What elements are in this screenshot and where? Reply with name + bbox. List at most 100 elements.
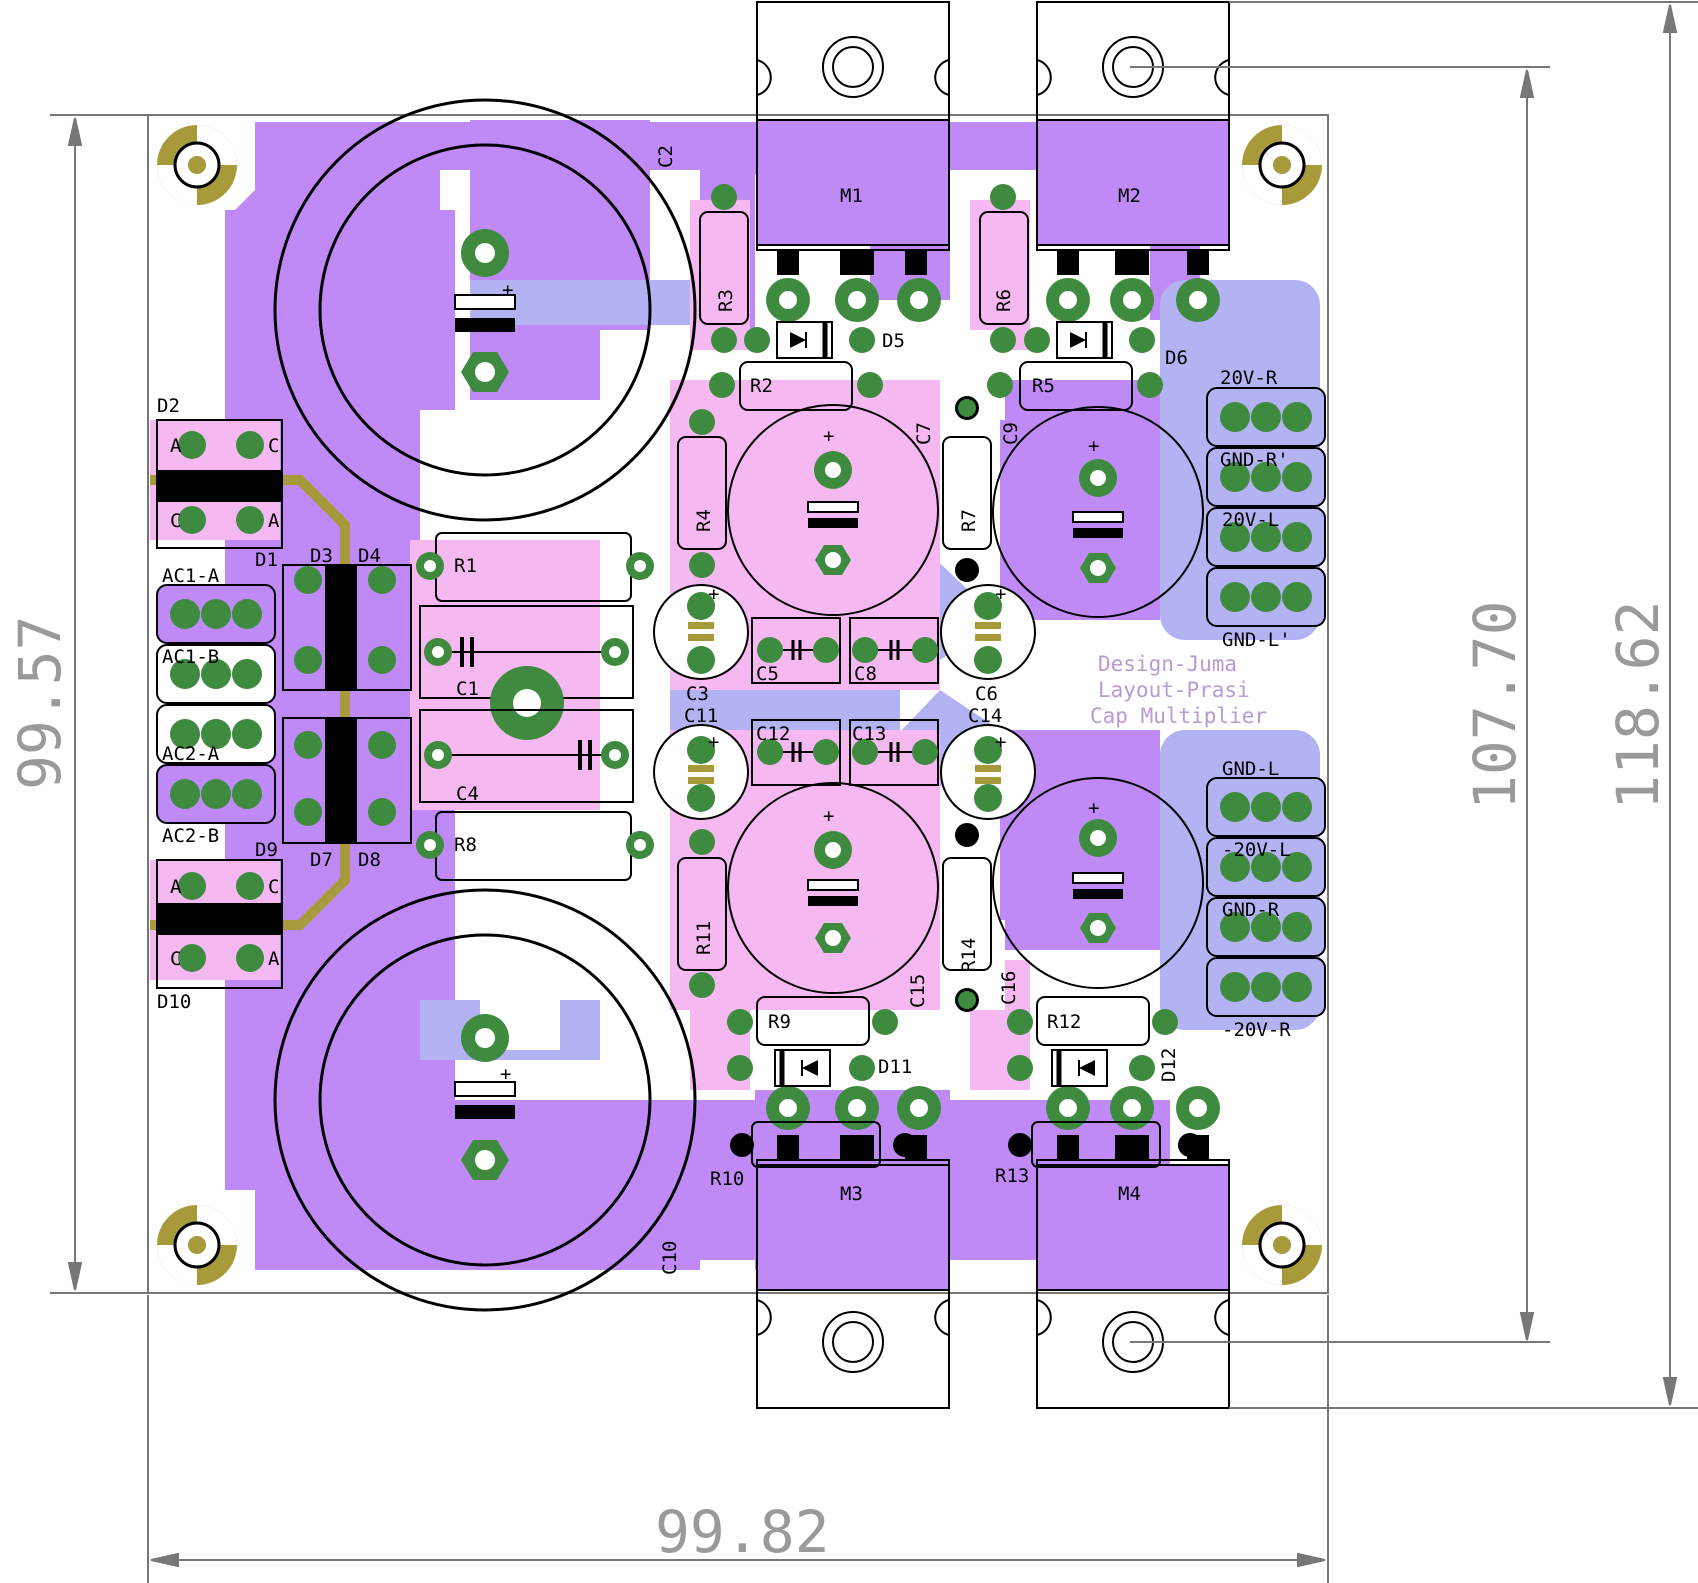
gnd-l-label: GND-L bbox=[1222, 758, 1279, 780]
d10-label: D10 bbox=[157, 991, 191, 1013]
r3-label: R3 bbox=[715, 289, 737, 312]
m2-label: M2 bbox=[1118, 185, 1141, 207]
pin-a: A bbox=[170, 435, 182, 457]
mount-hole-br bbox=[1242, 1205, 1322, 1285]
c13-label: C15 bbox=[907, 974, 929, 1008]
svg-text:+: + bbox=[823, 805, 834, 827]
r13-label: R13 bbox=[995, 1165, 1029, 1187]
capacitor-c4: C5 bbox=[751, 617, 841, 685]
r1-label: R1 bbox=[454, 555, 477, 577]
pin-c: C bbox=[268, 435, 279, 457]
d4-label: D4 bbox=[358, 545, 381, 567]
pin-marks: A C C A A C C A bbox=[170, 435, 280, 970]
connector-gnd-l: GND-L bbox=[1206, 758, 1326, 837]
credit-line-1: Design-Juma bbox=[1098, 652, 1237, 676]
svg-text:+: + bbox=[502, 279, 513, 301]
r11-label: R11 bbox=[693, 921, 715, 955]
capacitor-right-upper: + C9 bbox=[992, 406, 1204, 618]
diode-d12: D12 bbox=[1007, 1048, 1180, 1087]
d2-label: D2 bbox=[157, 395, 180, 417]
ac2-b-label: AC2-B bbox=[162, 825, 219, 847]
c7-label: C8 bbox=[854, 663, 877, 685]
c11-label: C11 bbox=[684, 705, 718, 727]
resistor-r13: R13 bbox=[995, 1121, 1202, 1187]
m4-label: M4 bbox=[1118, 1183, 1141, 1205]
connector-20v-l: 20V-L bbox=[1206, 507, 1326, 567]
neg20v-r-label: -20V-R bbox=[1222, 1019, 1291, 1041]
design-credit: Design-Juma Layout-Prasi Cap Multiplier bbox=[1090, 652, 1267, 728]
resistor-r4: R4 bbox=[677, 409, 727, 578]
connector-ac2-b: AC2-B bbox=[156, 764, 276, 847]
dim-height-outer: 118.62 bbox=[1604, 600, 1672, 810]
capacitor-c13: + C15 bbox=[727, 782, 939, 1008]
c5-label: C7 bbox=[913, 422, 935, 445]
mosfet-m3: M3 bbox=[756, 1086, 950, 1409]
ac2-a-label: AC2-A bbox=[162, 743, 220, 765]
m1-label: M1 bbox=[840, 185, 863, 207]
m3-label: M3 bbox=[840, 1183, 863, 1205]
dim-width: 99.82 bbox=[655, 1498, 830, 1566]
diode-d7: D7 D8 bbox=[282, 717, 412, 871]
20v-l-label: 20V-L bbox=[1222, 509, 1279, 531]
capacitor-c14: + C14 bbox=[940, 705, 1036, 820]
connector-gnd-r: GND-R bbox=[1206, 897, 1326, 957]
svg-text:+: + bbox=[708, 583, 719, 605]
svg-text:+: + bbox=[995, 583, 1006, 605]
capacitor-c15: C13 bbox=[849, 719, 939, 786]
r10-label: R10 bbox=[710, 1168, 744, 1190]
connector-ac2-a: AC2-A bbox=[156, 704, 276, 765]
r6-label: R6 bbox=[993, 289, 1015, 312]
dim-height-inner: 107.70 bbox=[1461, 600, 1529, 810]
d1-label: D1 bbox=[255, 549, 278, 571]
connector-right-bottom: GND-L -20V-L GND-R -20V-R bbox=[1206, 758, 1326, 1041]
resistor-r9: R9 bbox=[727, 996, 898, 1046]
pin-c: C bbox=[170, 510, 181, 532]
capacitor-c11: + C11 bbox=[653, 705, 749, 820]
resistor-r10: R10 bbox=[710, 1121, 917, 1190]
dimension-lines bbox=[50, 1, 1698, 1583]
diode-d5: D5 bbox=[744, 321, 905, 359]
c9-label: C4 bbox=[456, 783, 479, 805]
connector-ac1-b: AC1-B bbox=[156, 644, 276, 704]
svg-text:+: + bbox=[1088, 797, 1099, 819]
diode-d2: D2 D1 bbox=[156, 395, 283, 571]
diode-d3: D3 D4 bbox=[282, 545, 412, 691]
c14-label: C14 bbox=[968, 705, 1002, 727]
capacitor-c6: + C6 bbox=[940, 583, 1036, 705]
c16-label: C16 bbox=[998, 971, 1020, 1005]
credit-line-3: Cap Multiplier bbox=[1090, 704, 1267, 728]
mosfet-m1: M1 bbox=[756, 1, 950, 322]
diode-d6: D6 bbox=[1024, 321, 1188, 369]
svg-text:+: + bbox=[995, 731, 1006, 753]
c8-label: C9 bbox=[1000, 422, 1022, 445]
c3-label: C3 bbox=[686, 683, 709, 705]
c15-label: C13 bbox=[852, 723, 886, 745]
capacitor-right-lower: + C16 bbox=[992, 777, 1204, 1005]
connector-gnd-l-prime: GND-L' bbox=[1206, 567, 1326, 651]
center-via-hole bbox=[513, 689, 541, 717]
diode-d9: D9 D10 bbox=[156, 839, 283, 1013]
c1-label: C1 bbox=[456, 678, 479, 700]
r2-label: R2 bbox=[750, 375, 773, 397]
connector-ac1-a: AC1-A bbox=[156, 565, 276, 644]
capacitor-c5: + C7 bbox=[727, 404, 939, 616]
r5-label: R5 bbox=[1032, 375, 1055, 397]
d5-label: D5 bbox=[882, 330, 905, 352]
capacitor-c7: C8 bbox=[849, 617, 939, 685]
pin-c: C bbox=[268, 876, 279, 898]
resistor-r3: R3 bbox=[699, 184, 749, 353]
connector-left: AC1-A AC1-B AC2-A AC2-B bbox=[156, 565, 276, 847]
mount-hole-tr bbox=[1242, 125, 1322, 205]
resistor-r12: R12 bbox=[1007, 996, 1178, 1046]
c12-label: C12 bbox=[756, 723, 790, 745]
c10-label: C10 bbox=[659, 1241, 681, 1275]
d3-label: D3 bbox=[310, 545, 333, 567]
diode-d11: D11 bbox=[727, 1049, 912, 1087]
d11-label: D11 bbox=[878, 1056, 912, 1078]
capacitor-c2: + C2 bbox=[273, 98, 697, 522]
resistor-r2: R2 bbox=[709, 361, 883, 411]
gnd-r-prime-label: GND-R' bbox=[1220, 449, 1289, 471]
svg-text:+: + bbox=[708, 731, 719, 753]
mosfet-m2: M2 bbox=[1036, 1, 1230, 322]
